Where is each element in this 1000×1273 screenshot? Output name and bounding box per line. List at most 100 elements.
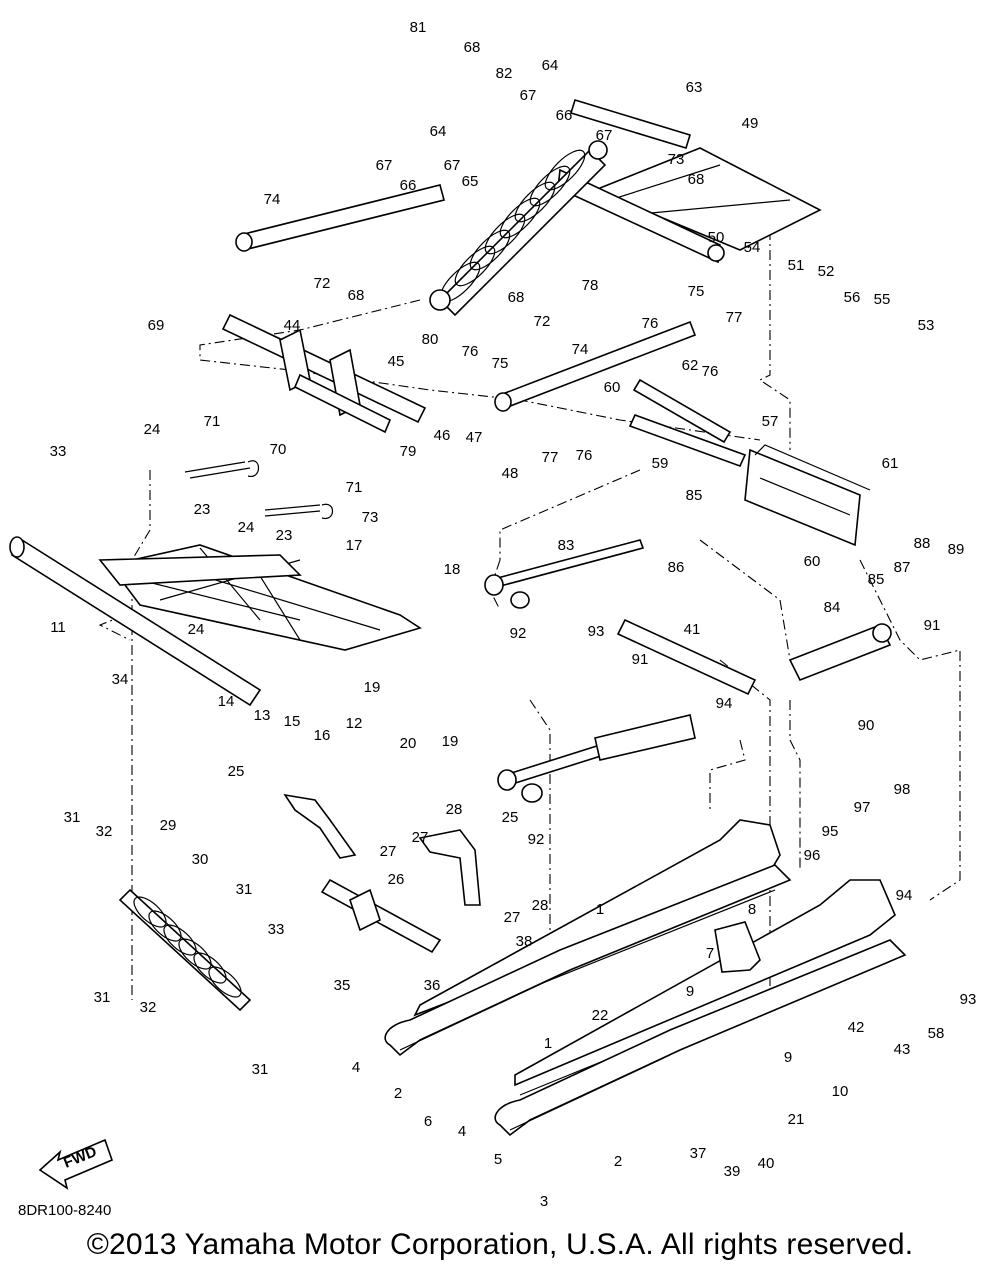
callout-52: 52 bbox=[818, 263, 835, 280]
callout-28: 28 bbox=[446, 801, 463, 818]
callout-85: 85 bbox=[868, 571, 885, 588]
callout-22: 22 bbox=[592, 1007, 609, 1024]
callout-84: 84 bbox=[824, 599, 841, 616]
torsion-springs bbox=[184, 460, 334, 519]
callout-86: 86 bbox=[668, 559, 685, 576]
callout-85: 85 bbox=[686, 487, 703, 504]
callout-33: 33 bbox=[50, 443, 67, 460]
callout-24: 24 bbox=[238, 519, 255, 536]
callout-44: 44 bbox=[284, 317, 301, 334]
callout-68: 68 bbox=[348, 287, 365, 304]
callout-60: 60 bbox=[804, 553, 821, 570]
callout-1: 1 bbox=[544, 1035, 552, 1052]
callout-27: 27 bbox=[412, 829, 429, 846]
callout-17: 17 bbox=[346, 537, 363, 554]
callout-10: 10 bbox=[832, 1083, 849, 1100]
callout-78: 78 bbox=[582, 277, 599, 294]
callout-74: 74 bbox=[264, 191, 281, 208]
callout-2: 2 bbox=[614, 1153, 622, 1170]
callout-82: 82 bbox=[496, 65, 513, 82]
callout-55: 55 bbox=[874, 291, 891, 308]
callout-4: 4 bbox=[458, 1123, 466, 1140]
callout-64: 64 bbox=[430, 123, 447, 140]
callout-61: 61 bbox=[882, 455, 899, 472]
callout-23: 23 bbox=[276, 527, 293, 544]
callout-80: 80 bbox=[422, 331, 439, 348]
callout-90: 90 bbox=[858, 717, 875, 734]
callout-29: 29 bbox=[160, 817, 177, 834]
callout-63: 63 bbox=[686, 79, 703, 96]
front-shock-with-spring bbox=[118, 888, 252, 1012]
front-suspension-frame bbox=[9, 536, 422, 707]
callout-41: 41 bbox=[684, 621, 701, 638]
shaft-with-collar bbox=[484, 539, 645, 609]
callout-95: 95 bbox=[822, 823, 839, 840]
callout-75: 75 bbox=[688, 283, 705, 300]
callout-38: 38 bbox=[516, 933, 533, 950]
callout-27: 27 bbox=[504, 909, 521, 926]
callout-76: 76 bbox=[462, 343, 479, 360]
callout-94: 94 bbox=[896, 887, 913, 904]
bracket bbox=[714, 921, 761, 973]
callout-14: 14 bbox=[218, 693, 235, 710]
callout-65: 65 bbox=[462, 173, 479, 190]
callout-75: 75 bbox=[492, 355, 509, 372]
stopper-straps bbox=[283, 793, 481, 906]
callout-9: 9 bbox=[686, 983, 694, 1000]
callout-67: 67 bbox=[444, 157, 461, 174]
callout-72: 72 bbox=[314, 275, 331, 292]
rear-shock-absorber bbox=[429, 140, 608, 317]
diagram-code: 8DR100-8240 bbox=[18, 1202, 112, 1219]
callout-79: 79 bbox=[400, 443, 417, 460]
callout-28: 28 bbox=[532, 897, 549, 914]
callout-83: 83 bbox=[558, 537, 575, 554]
callout-34: 34 bbox=[112, 671, 129, 688]
callout-70: 70 bbox=[270, 441, 287, 458]
callout-72: 72 bbox=[534, 313, 551, 330]
callout-24: 24 bbox=[144, 421, 161, 438]
callout-31: 31 bbox=[236, 881, 253, 898]
callout-87: 87 bbox=[894, 559, 911, 576]
callout-33: 33 bbox=[268, 921, 285, 938]
callout-11: 11 bbox=[50, 619, 66, 636]
shaft bbox=[616, 618, 757, 696]
callout-97: 97 bbox=[854, 799, 871, 816]
link-rods bbox=[235, 184, 697, 412]
callout-64: 64 bbox=[542, 57, 559, 74]
callout-76: 76 bbox=[576, 447, 593, 464]
callout-62: 62 bbox=[682, 357, 699, 374]
callout-24: 24 bbox=[188, 621, 205, 638]
fwd-arrow-icon: FWD bbox=[38, 1138, 114, 1190]
callout-91: 91 bbox=[632, 651, 649, 668]
callout-47: 47 bbox=[466, 429, 483, 446]
callout-92: 92 bbox=[528, 831, 545, 848]
callout-48: 48 bbox=[502, 465, 519, 482]
copyright-notice: ©2013 Yamaha Motor Corporation, U.S.A. A… bbox=[86, 1228, 914, 1261]
callout-67: 67 bbox=[376, 157, 393, 174]
callout-12: 12 bbox=[346, 715, 363, 732]
callout-59: 59 bbox=[652, 455, 669, 472]
callout-31: 31 bbox=[64, 809, 81, 826]
callout-19: 19 bbox=[442, 733, 459, 750]
callout-60: 60 bbox=[604, 379, 621, 396]
callout-9: 9 bbox=[784, 1049, 792, 1066]
callout-25: 25 bbox=[502, 809, 519, 826]
callout-32: 32 bbox=[140, 999, 157, 1016]
callout-53: 53 bbox=[918, 317, 935, 334]
callout-73: 73 bbox=[668, 151, 685, 168]
callout-71: 71 bbox=[346, 479, 363, 496]
front-shock-absorber bbox=[497, 714, 696, 803]
callout-69: 69 bbox=[148, 317, 165, 334]
callout-37: 37 bbox=[690, 1145, 707, 1162]
callout-26: 26 bbox=[388, 871, 405, 888]
slide-rails bbox=[384, 819, 907, 1137]
front-arm-shaft bbox=[221, 313, 427, 434]
callout-1: 1 bbox=[596, 901, 604, 918]
callout-21: 21 bbox=[788, 1111, 805, 1128]
callout-49: 49 bbox=[742, 115, 759, 132]
callout-35: 35 bbox=[334, 977, 351, 994]
callout-96: 96 bbox=[804, 847, 821, 864]
callout-68: 68 bbox=[464, 39, 481, 56]
callout-5: 5 bbox=[494, 1151, 502, 1168]
callout-43: 43 bbox=[894, 1041, 911, 1058]
